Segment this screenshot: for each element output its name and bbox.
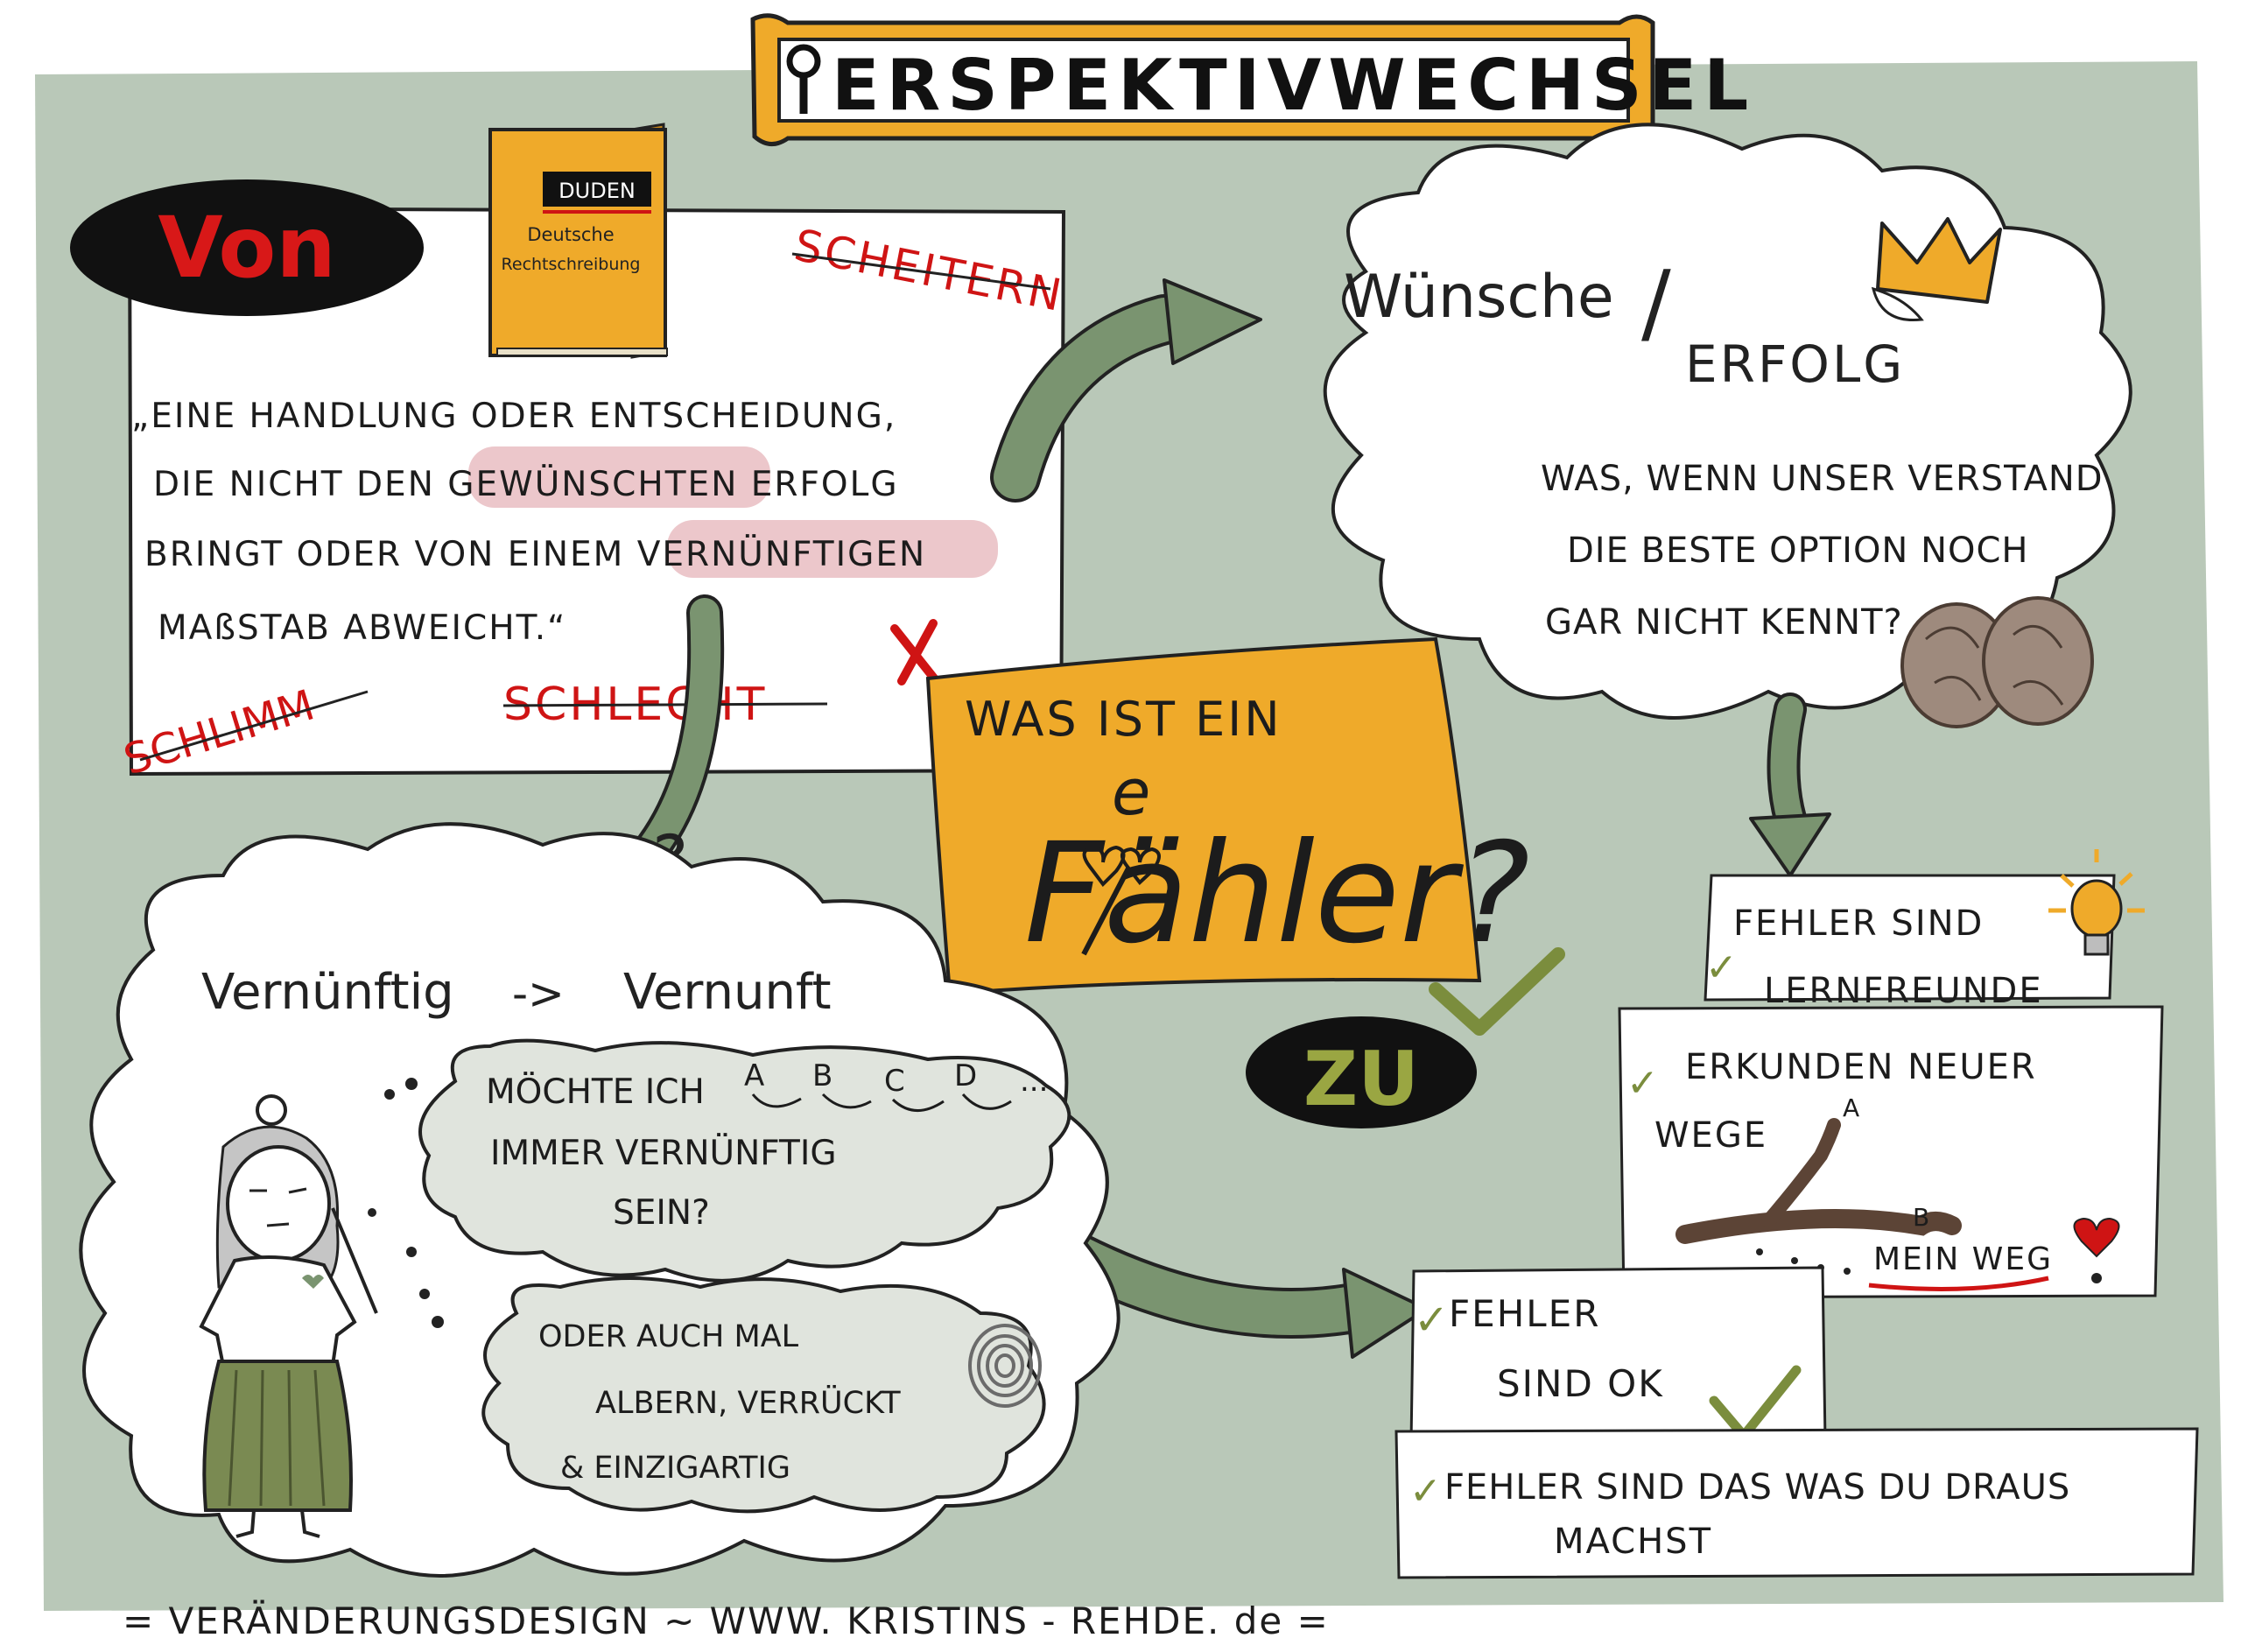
wishes-cloud: Wünsche / ERFOLG WAS, WENN UNSER VERSTAN…: [1323, 123, 2132, 728]
definition-line-3: BRINGT ODER VON EINEM VERNÜNFTIGEN: [144, 534, 926, 574]
note1-checkmark: ✓: [1705, 946, 1738, 990]
note1-line-1: FEHLER SIND: [1733, 903, 1984, 944]
thought1-line-3: SEIN?: [613, 1193, 710, 1233]
note2-path-underline: [1868, 1276, 2049, 1291]
thought2-line-2: ALBERN, VERRÜCKT: [595, 1384, 901, 1421]
thought2-line-1: ODER AUCH MAL: [538, 1319, 799, 1354]
thought1-step-arrows: [751, 1093, 1012, 1112]
thought-dots: [368, 1078, 444, 1328]
arrow-definition-to-wishes: [990, 278, 1262, 503]
zu-badge: ZU: [1246, 1016, 1477, 1128]
heart-red-icon: [2073, 1217, 2120, 1283]
thought1-step-c: C: [884, 1064, 905, 1099]
arrow-wishes-to-notes: [1749, 692, 1831, 877]
wishes-line-2: DIE BESTE OPTION NOCH: [1567, 531, 2028, 571]
thought1-line-2: IMMER VERNÜNFTIG: [490, 1133, 837, 1173]
thought2-line-3: & EINZIGARTIG: [560, 1451, 790, 1486]
brain-icon: [1900, 596, 2094, 728]
page-title: ERSPEKTIVWECHSEL: [832, 45, 1755, 126]
note4-checkmark: ✓: [1409, 1469, 1442, 1514]
definition-line-4: MAßSTAB ABWEICHT.“: [158, 608, 566, 648]
title-frame: ERSPEKTIVWECHSEL: [750, 13, 1755, 146]
book-line-1: Deutsche: [527, 224, 614, 245]
checkmark-icon: [1429, 947, 1565, 1036]
note2-label-a: A: [1843, 1093, 1859, 1122]
lightbulb-icon: [2048, 849, 2145, 956]
note4-line-2: MACHST: [1554, 1522, 1712, 1562]
note4-line-1: FEHLER SIND DAS WAS DU DRAUS: [1444, 1467, 2070, 1508]
thought1-line-1: MÖCHTE ICH: [486, 1072, 705, 1112]
red-cross-icon: [890, 619, 939, 685]
reason-arrow: ->: [512, 968, 565, 1019]
thought1-step-d: D: [954, 1058, 977, 1093]
note1-line-2: LERNFREUNDE: [1764, 971, 2043, 1011]
note3-line-1: FEHLER: [1449, 1292, 1600, 1335]
crown-icon: [1871, 217, 2002, 322]
center-line-1: WAS IST EIN: [965, 692, 1282, 747]
center-question-card: WAS IST EIN e Fähler?: [925, 636, 1565, 1036]
wishes-line-1: WAS, WENN UNSER VERSTAND: [1541, 459, 2104, 499]
von-badge: Von: [70, 179, 424, 316]
thought-bubble-2: [481, 1276, 1046, 1514]
duden-book-icon: DUDEN Deutsche Rechtschreibung: [488, 123, 668, 359]
fingerprint-icon: [968, 1324, 1042, 1408]
reason-cloud: Vernünftig -> Vernunft MÖCHTE ICH A B C …: [79, 822, 1120, 1578]
thought1-step-ellipsis: ...: [1020, 1064, 1048, 1099]
note-ok: ✓ FEHLER SIND OK: [1409, 1266, 1827, 1445]
note2-label-b: B: [1913, 1203, 1929, 1232]
note-draus: ✓ FEHLER SIND DAS WAS DU DRAUS MACHST: [1394, 1427, 2199, 1579]
magnifier-icon: [786, 44, 821, 114]
note3-checkmark: ✓: [1414, 1296, 1449, 1345]
note-lernfreunde: ✓ FEHLER SIND LERNFREUNDE: [1704, 849, 2145, 1011]
zu-label: ZU: [1303, 1036, 1419, 1123]
note2-line-1: ERKUNDEN NEUER: [1685, 1047, 2037, 1087]
note3-line-2: SIND OK: [1497, 1362, 1664, 1405]
book-line-2: Rechtschreibung: [502, 255, 641, 274]
wishes-heading-1: Wünsche: [1344, 263, 1614, 332]
note2-path-label: MEIN WEG: [1873, 1241, 2053, 1277]
wishes-heading-2: ERFOLG: [1685, 334, 1905, 394]
thought1-step-b: B: [812, 1058, 832, 1093]
thought-bubble-1: [418, 1038, 1071, 1283]
note-erkunden: ✓ ERKUNDEN NEUER WEGE A B MEIN WEG: [1618, 1005, 2164, 1299]
definition-line-2: DIE NICHT DEN GEWÜNSCHTEN ERFOLG: [153, 464, 899, 504]
heart-icon: [1082, 845, 1161, 888]
definition-line-1: „EINE HANDLUNG ODER ENTSCHEIDUNG,: [131, 397, 896, 436]
footer: = VERÄNDERUNGSDESIGN ~ WWW. KRISTINS - R…: [0, 1599, 2241, 1652]
wishes-slash: /: [1641, 251, 1671, 354]
girl-figure-icon: [199, 1094, 378, 1538]
reason-right: Vernunft: [623, 964, 832, 1021]
wishes-line-3: GAR NICHT KENNT?: [1545, 602, 1903, 643]
reason-left: Vernünftig: [201, 964, 454, 1021]
von-label: Von: [158, 199, 335, 297]
thought1-step-a: A: [744, 1058, 764, 1093]
definition-panel: „EINE HANDLUNG ODER ENTSCHEIDUNG, DIE NI…: [118, 206, 1068, 784]
center-word: Fähler?: [1024, 813, 1530, 974]
footer-credit: = VERÄNDERUNGSDESIGN ~ WWW. KRISTINS - R…: [123, 1599, 1330, 1642]
note2-line-2: WEGE: [1654, 1115, 1767, 1156]
note2-checkmark: ✓: [1626, 1061, 1659, 1106]
center-small-e: e: [1112, 756, 1150, 829]
book-brand: DUDEN: [558, 179, 636, 203]
